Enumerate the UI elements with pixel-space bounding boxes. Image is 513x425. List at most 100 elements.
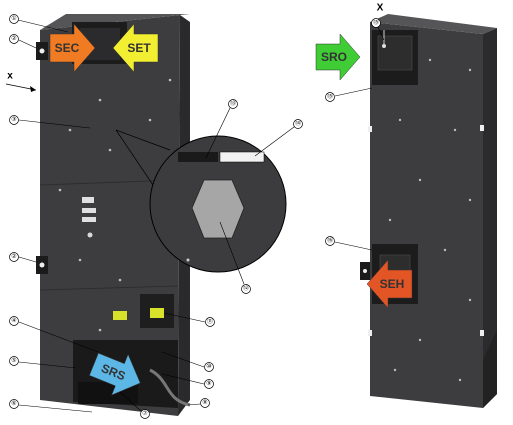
leader-8: [187, 403, 201, 406]
callout-6: ⑥: [11, 400, 16, 407]
callout-7: ⑦: [142, 410, 147, 417]
callout-2a: ②: [11, 35, 16, 42]
view-arrow-front-head: [30, 86, 36, 92]
callout-16: ⑯: [327, 236, 333, 244]
callout-circle-7: [140, 409, 150, 419]
screws: [58, 78, 172, 332]
callout-13: ⑬: [230, 99, 236, 107]
zoom-detail: [149, 135, 287, 273]
callouts: ① ② ③ ② ④ ⑤ ⑥ ⑦ ⑧ ⑨: [9, 14, 385, 419]
drain-hose: [149, 368, 191, 407]
back-unit-side-face: [483, 28, 497, 408]
leader-13: [205, 107, 231, 159]
back-unit-top: [370, 14, 497, 34]
leader-11: [163, 312, 206, 323]
callout-15b: ⑮: [327, 92, 333, 100]
arrow-sec-label: SEC: [55, 41, 80, 55]
leader-4: [18, 321, 99, 353]
callout-circle-14: [293, 119, 303, 129]
warning-sticker: [113, 311, 127, 320]
back-bracket-hole: [363, 269, 367, 273]
panel-seam: [39, 285, 179, 291]
view-letter-front: x: [7, 71, 13, 82]
leader-12: [219, 221, 245, 285]
arrow-sec-shape: [49, 23, 96, 73]
arrow-seh-label: SEH: [380, 277, 405, 291]
arrow-set: SET: [112, 23, 159, 73]
leader-1: [17, 19, 69, 33]
back-tab: [480, 125, 484, 131]
back-upper-port-inner: [377, 35, 413, 71]
arrow-set-shape: [112, 23, 159, 73]
zoom-slot-dark: [178, 152, 218, 162]
knob: [87, 232, 93, 238]
callout-circle-3: [9, 115, 19, 125]
zoom-screw: [186, 258, 190, 262]
leader-6: [18, 404, 93, 413]
back-tab: [368, 126, 372, 132]
arrow-srs: SRS: [89, 352, 141, 396]
callout-1: ①: [11, 15, 16, 22]
callout-10: ⑩: [206, 363, 211, 370]
callout-circle-6: [9, 399, 19, 409]
back-tab: [480, 330, 484, 336]
arrow-sro-shape: [315, 33, 361, 81]
callout-circle-13: [228, 99, 238, 109]
hex-filter-panel: [191, 179, 245, 239]
leader-7: [119, 391, 142, 412]
callout-11: ⑪: [207, 317, 213, 325]
callout-14: ⑭: [295, 119, 301, 127]
arrow-seh-shape: [366, 259, 413, 309]
leader-16: [334, 241, 373, 251]
zoom-wedge-line: [115, 129, 154, 186]
callout-circle-5: [9, 356, 19, 366]
arrow-srs-shape: [89, 352, 141, 396]
callout-circle-8: [200, 398, 210, 408]
callout-4: ④: [11, 317, 16, 324]
callout-15a: ⑮: [373, 18, 379, 26]
arrow-sro: SRO: [315, 33, 361, 81]
back-unit: [360, 14, 497, 408]
back-screws: [388, 58, 472, 382]
front-unit-top: [40, 14, 190, 30]
leader-5: [18, 361, 77, 369]
arrow-sro-label: SRO: [321, 50, 347, 64]
callout-circle-15a: [371, 18, 381, 28]
callout-circle-2b: [9, 252, 19, 262]
callout-12: ⑫: [243, 284, 249, 292]
leader-2a: [18, 39, 37, 49]
leader-14: [254, 126, 295, 157]
callout-circle-12: [241, 284, 251, 294]
view-letter-back: X: [377, 3, 384, 14]
callout-2b: ②: [11, 253, 16, 260]
leader-10: [161, 351, 205, 368]
callout-circle-10: [204, 362, 214, 372]
leader-3: [18, 119, 91, 129]
sticker: [82, 208, 96, 213]
bracket-mid-hole: [39, 262, 45, 268]
sticker: [82, 197, 94, 203]
callout-circle-15b: [325, 92, 335, 102]
callout-9: ⑨: [206, 380, 211, 387]
arrow-seh: SEH: [366, 259, 413, 309]
back-tab: [368, 330, 372, 336]
bracket-top-hole: [39, 48, 45, 54]
callout-3: ③: [11, 116, 16, 123]
callout-circle-4: [9, 316, 19, 326]
leader-9: [161, 373, 205, 385]
back-upper-rod-tip: [382, 44, 386, 48]
zoom-slot-light: [219, 151, 265, 163]
callout-circle-2a: [9, 34, 19, 44]
callout-5: ⑤: [11, 357, 16, 364]
control-box-label: [150, 308, 164, 318]
callout-8: ⑧: [202, 399, 207, 406]
arrow-sec: SEC: [49, 23, 96, 73]
back-side-leg: [483, 330, 497, 408]
leader-15a: [377, 26, 385, 41]
callout-circle-16: [325, 236, 335, 246]
callout-circle-1: [9, 14, 19, 24]
sticker: [82, 217, 96, 222]
arrow-set-label: SET: [127, 41, 151, 55]
leader-15b: [334, 87, 373, 97]
